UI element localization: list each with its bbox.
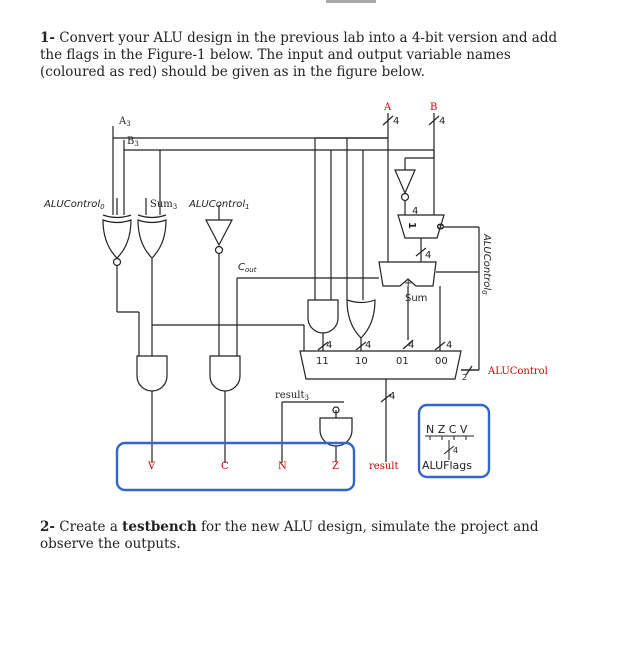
alucontrol-label: ALUControl [487,366,548,377]
sum-bus-width: 4 [408,340,414,351]
flags-bus-width: 4 [453,446,458,455]
alucontrol0-left-sub: 0 [100,203,105,211]
b3-label: B3 [127,136,139,148]
flag-bits-label: N Z C V [426,423,468,436]
cout-label: Cout [238,262,257,274]
input-a-label: A [383,102,392,113]
result3-label-sub: 3 [305,394,309,402]
flag-c-label: C [221,461,229,472]
b-bus-width: 4 [439,116,445,127]
a3-label-main: A [118,116,127,127]
adder-plus: + [404,278,412,289]
mux4-input-11: 11 [316,356,329,367]
task-2-text-after: for the new ALU design, simulate the pro… [40,519,539,552]
sum3-label-sub: 3 [173,203,177,211]
aluflags-box [417,403,491,479]
flags-output-box [115,441,356,492]
a3-label-sub: 3 [126,120,130,128]
alucontrol0-vertical-main: ALUControl [481,233,492,290]
alucontrol0-vertical-sub: 0 [480,290,488,295]
task-1-paragraph: 1- Convert your ALU design in the previo… [40,30,580,81]
alucontrol-width: 2 [462,373,467,382]
alucontrol1-label: ALUControl1 [188,199,250,211]
flag-z-label: Z [332,461,339,472]
result-bus-width: 4 [389,391,395,402]
alucontrol0-left-label: ALUControl0 [43,199,105,211]
alucontrol0-left-main: ALUControl [43,199,100,210]
b3-label-sub: 3 [134,140,138,148]
b3-label-main: B [127,136,134,147]
alucontrol1-label-sub: 1 [245,203,249,211]
mux-bus-width: 4 [425,250,431,261]
mux4-input-10: 10 [355,356,368,367]
alucontrol0-vertical-label: ALUControl0 [480,233,492,295]
result-label: result [369,461,399,472]
task-2-paragraph: 2- Create a testbench for the new ALU de… [40,519,580,553]
flag-v-label: V [147,461,156,472]
mux4-input-00: 00 [435,356,448,367]
result3-label-main: result [275,390,305,401]
task-2-number: 2- [40,519,55,535]
task-2-bold-word: testbench [122,519,197,535]
mux4-input-01: 01 [396,356,409,367]
flag-n-label: N [278,461,287,472]
input-b-label: B [430,102,437,113]
sum3-label: Sum3 [150,199,177,211]
aluflags-label: ALUFlags [422,459,472,472]
task-1-number: 1- [40,30,55,46]
a-bus-width: 4 [393,116,399,127]
mux-input-0: 0 [434,223,445,230]
alucontrol1-label-main: ALUControl [188,199,245,210]
sum3-label-main: Sum [150,199,173,210]
a3-label: A3 [118,116,131,128]
cout-label-sub: out [245,266,257,274]
result3-label: result3 [275,390,309,402]
or-bus-width: 4 [365,340,371,351]
and-bus-width: 4 [326,340,332,351]
mux-input-1: 1 [406,222,417,229]
sum-label: Sum [405,293,427,304]
slt-bus-width: 4 [446,340,452,351]
inverter-bus-width: 4 [412,206,418,217]
page-top-mark [326,0,376,3]
task-1-text: Convert your ALU design in the previous … [40,30,558,80]
cout-label-main: C [238,262,245,273]
task-2-text-before: Create a [59,519,123,535]
